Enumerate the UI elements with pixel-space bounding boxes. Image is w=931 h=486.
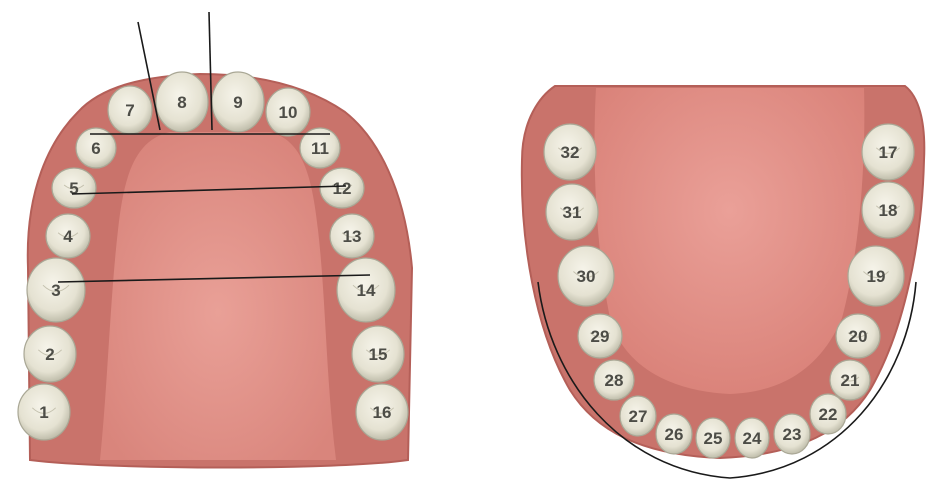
- tooth-19: 19: [848, 246, 904, 306]
- tooth-17: 17: [862, 124, 914, 180]
- tooth-28: 28: [594, 360, 634, 400]
- tooth-8: 8: [156, 72, 208, 132]
- tooth-number-label: 2: [45, 345, 54, 364]
- tooth-number-label: 31: [563, 203, 582, 222]
- tooth-number-label: 24: [743, 429, 762, 448]
- tooth-number-label: 16: [373, 403, 392, 422]
- tooth-number-label: 6: [91, 139, 100, 158]
- tooth-9: 9: [212, 72, 264, 132]
- tooth-number-label: 20: [849, 327, 868, 346]
- tooth-7: 7: [108, 86, 152, 134]
- tooth-number-label: 25: [704, 429, 723, 448]
- tooth-number-label: 5: [69, 179, 78, 198]
- tooth-32: 32: [544, 124, 596, 180]
- tooth-number-label: 17: [879, 143, 898, 162]
- tooth-number-label: 4: [63, 227, 73, 246]
- tooth-number-label: 7: [125, 101, 134, 120]
- tooth-26: 26: [656, 414, 692, 454]
- tooth-number-label: 32: [561, 143, 580, 162]
- tooth-20: 20: [836, 314, 880, 358]
- tooth-number-label: 23: [783, 425, 802, 444]
- tooth-15: 15: [352, 326, 404, 382]
- tooth-13: 13: [330, 214, 374, 258]
- tooth-number-label: 30: [577, 267, 596, 286]
- tooth-number-label: 8: [177, 93, 186, 112]
- tooth-12: 12: [320, 168, 364, 208]
- tooth-number-label: 26: [665, 425, 684, 444]
- tooth-number-label: 21: [841, 371, 860, 390]
- tooth-number-label: 9: [233, 93, 242, 112]
- tooth-27: 27: [620, 396, 656, 436]
- tooth-number-label: 22: [819, 405, 838, 424]
- tooth-10: 10: [266, 88, 310, 136]
- tooth-23: 23: [774, 414, 810, 454]
- tooth-4: 4: [46, 214, 90, 258]
- tooth-number-label: 11: [311, 139, 329, 158]
- tooth-31: 31: [546, 184, 598, 240]
- tooth-number-label: 28: [605, 371, 624, 390]
- tooth-number-label: 29: [591, 327, 610, 346]
- tooth-1: 1: [18, 384, 70, 440]
- tooth-number-label: 13: [343, 227, 362, 246]
- tooth-24: 24: [735, 418, 769, 458]
- tooth-number-label: 12: [333, 179, 352, 198]
- tooth-21: 21: [830, 360, 870, 400]
- tooth-18: 18: [862, 182, 914, 238]
- tooth-5: 5: [52, 168, 96, 208]
- tooth-number-label: 3: [51, 281, 60, 300]
- tongue: [595, 88, 865, 394]
- tooth-number-label: 15: [369, 345, 388, 364]
- tooth-number-label: 18: [879, 201, 898, 220]
- tooth-29: 29: [578, 314, 622, 358]
- tooth-16: 16: [356, 384, 408, 440]
- tooth-number-label: 10: [279, 103, 298, 122]
- tooth-30: 30: [558, 246, 614, 306]
- tooth-25: 25: [696, 418, 730, 458]
- tooth-3: 3: [27, 258, 85, 322]
- tooth-number-label: 1: [39, 403, 48, 422]
- tooth-14: 14: [337, 258, 395, 322]
- upper-palate: [100, 132, 336, 460]
- tooth-number-label: 27: [629, 407, 648, 426]
- tooth-number-label: 14: [357, 281, 376, 300]
- tooth-22: 22: [810, 394, 846, 434]
- tooth-2: 2: [24, 326, 76, 382]
- tooth-number-label: 19: [867, 267, 886, 286]
